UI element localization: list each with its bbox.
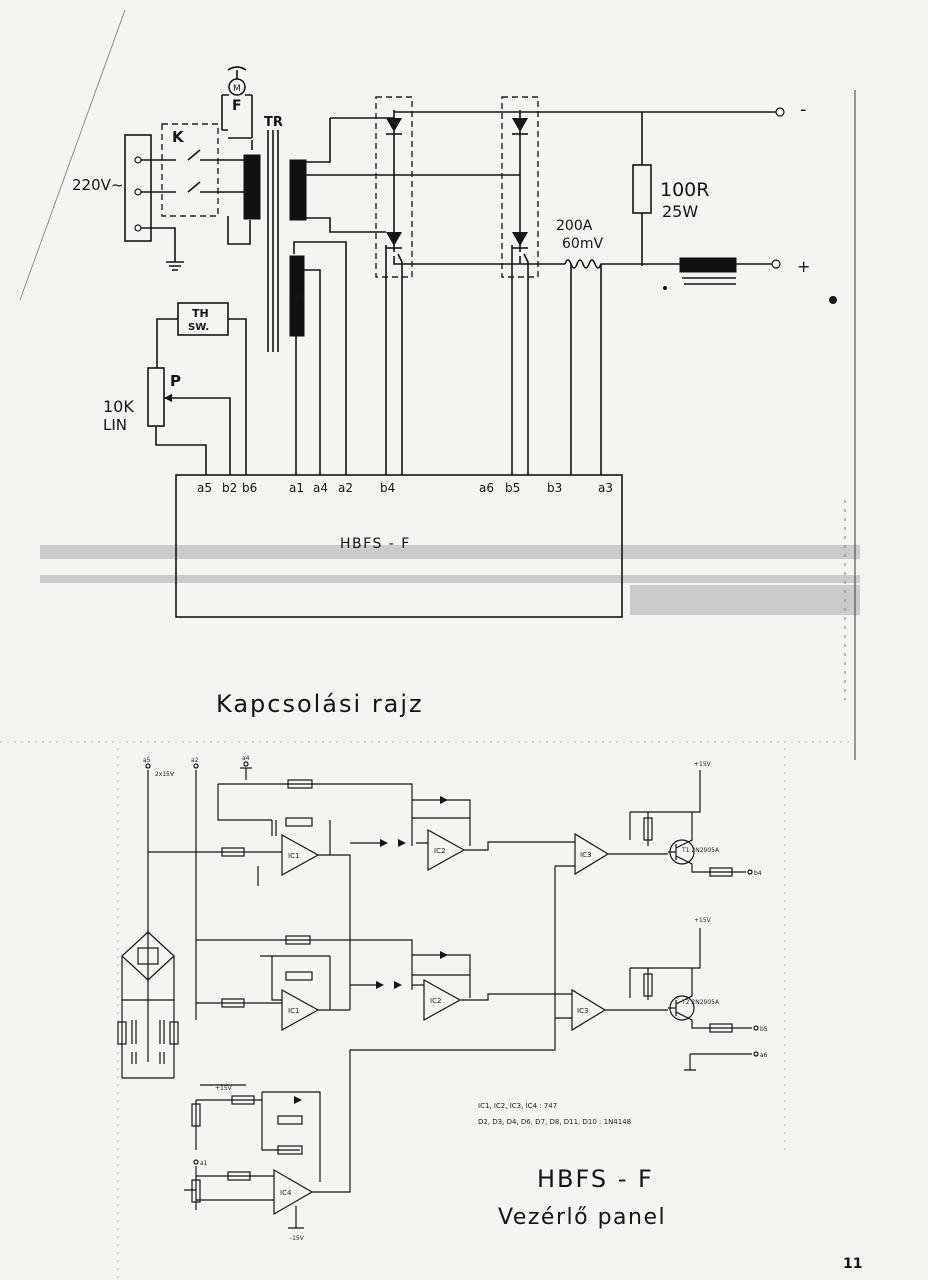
pin-label: b6 (242, 481, 257, 495)
output-minus: - (800, 99, 807, 120)
scan-noise (0, 9, 860, 1280)
bridge-rectifier (121, 931, 175, 981)
transistor-label: T2 2N2905A (681, 999, 720, 1006)
opamp-ic1-ch1 (281, 833, 320, 877)
parts-note-1: IC1, IC2, IC3, IC4 : 747 (478, 1102, 557, 1110)
top-diagram-title: Kapcsolási rajz (216, 690, 424, 718)
output-plus: + (797, 257, 810, 276)
thyristor-module-1 (375, 96, 413, 278)
opamp-ic3-ch1 (574, 832, 610, 876)
bottom-title-line1: HBFS - F (537, 1165, 654, 1193)
contactor-box (161, 123, 219, 217)
terminal-label: b5 (760, 1026, 768, 1033)
ic-label: IC2 (434, 847, 445, 855)
thyristor-module-2 (501, 96, 539, 278)
thermal-switch-label-2: SW. (188, 322, 209, 333)
opamp-ic2-ch2 (423, 978, 462, 1022)
supply-label: +15V (215, 1085, 233, 1092)
terminal-label: a5 (143, 757, 151, 764)
pot-value-2: LIN (103, 416, 127, 434)
transistor-label: T1 2N2905A (681, 847, 720, 854)
pin-label: a4 (313, 481, 328, 495)
terminal-label: a1 (200, 1160, 208, 1167)
potentiometer (147, 367, 165, 427)
pot-value-1: 10K (103, 397, 134, 416)
terminal-label: a4 (242, 755, 250, 762)
pin-label: a3 (598, 481, 613, 495)
ic-label: IC1 (288, 1007, 299, 1015)
contactor-label: K (172, 128, 185, 146)
ic-label: IC3 (580, 851, 591, 859)
terminal-label: a2 (191, 757, 199, 764)
fan-motor-symbol: M (233, 84, 241, 94)
ic-label: IC3 (577, 1007, 588, 1015)
power-schematic: 220V~ K M F TR (72, 66, 810, 718)
bleeder-resistor (632, 164, 652, 214)
shunt-value-2: 60mV (562, 236, 603, 252)
pin-label: b2 (222, 481, 237, 495)
pin-label: b3 (547, 481, 562, 495)
bottom-title-line2: Vezérlő panel (498, 1205, 666, 1230)
pin-label: b5 (505, 481, 520, 495)
supply-label: +15V (694, 761, 712, 768)
mains-label: 220V~ (72, 176, 123, 194)
pin-label: a5 (197, 481, 212, 495)
terminal-label: b4 (754, 870, 762, 877)
supply-label: +15V (694, 917, 712, 924)
hbfs-f-module (175, 474, 623, 618)
parts-note-2: D2, D3, D4, D6, D7, D8, D11, D10 : 1N414… (478, 1118, 631, 1126)
current-shunt (564, 259, 680, 269)
ic-label: IC4 (280, 1189, 292, 1197)
transformer-label: TR (264, 115, 283, 130)
thermal-switch-label-1: TH (192, 307, 209, 320)
terminal-label: a6 (760, 1052, 768, 1059)
shunt-value-1: 200A (556, 218, 593, 234)
module-label: HBFS - F (340, 536, 411, 552)
opamp-ic4 (273, 1168, 314, 1216)
pin-label: a6 (479, 481, 494, 495)
supply-label: 2x15V (155, 771, 175, 778)
pin-label: a1 (289, 481, 304, 495)
opamp-ic1-ch2 (281, 988, 320, 1032)
control-panel-schematic: a5 a2 a4 2x15V IC1 IC2 IC3 (117, 755, 862, 1272)
ic-label: IC2 (430, 997, 441, 1005)
pot-label: P (170, 372, 181, 390)
output-choke (679, 257, 737, 273)
page-number: 11 (843, 1256, 862, 1272)
opamp-ic3-ch2 (571, 988, 607, 1032)
pin-label: a2 (338, 481, 353, 495)
fan-label: F (232, 98, 242, 114)
ic-label: IC1 (288, 852, 299, 860)
pin-label: b4 (380, 481, 395, 495)
resistor-value-2: 25W (662, 202, 698, 221)
supply-label: -15V (290, 1235, 305, 1242)
module-pins: a5 b2 b6 a1 a4 a2 b4 a6 b5 b3 a3 (197, 481, 613, 495)
mains-terminal-block (124, 134, 152, 242)
resistor-value-1: 100R (660, 179, 709, 201)
opamp-ic2-ch1 (427, 828, 466, 872)
